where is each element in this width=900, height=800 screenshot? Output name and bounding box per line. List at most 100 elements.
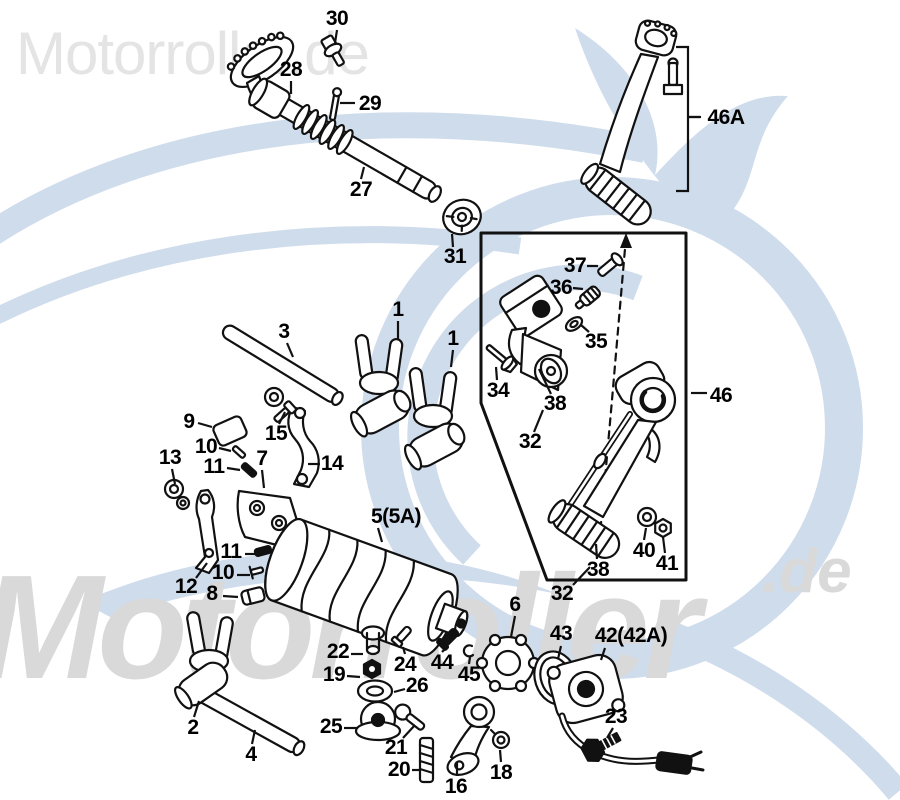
watermark-dragon-head <box>575 28 788 232</box>
part-label-45: 45 <box>458 663 481 686</box>
watermark-inner-arc <box>407 264 643 565</box>
part-label-34: 34 <box>487 379 510 402</box>
leader-line-44 <box>441 645 449 653</box>
part-label-27: 27 <box>350 178 372 201</box>
clip-8 <box>240 586 266 606</box>
plunger-36 <box>574 285 601 310</box>
leader-line-10 <box>218 446 232 453</box>
leader-line-38 <box>538 368 552 395</box>
leader-line-11 <box>226 466 241 472</box>
washers-13 <box>163 478 191 511</box>
watermark-tail <box>650 615 900 800</box>
leader-line-1 <box>449 349 455 368</box>
bearing-31 <box>442 198 482 236</box>
part-label-23: 23 <box>605 705 627 728</box>
clip-35 <box>564 316 584 332</box>
part-label-11: 11 <box>203 455 225 478</box>
part-label-6: 6 <box>509 593 520 616</box>
leader-line-5(5A) <box>376 527 384 543</box>
watermark-wing-arc2 <box>0 226 522 325</box>
part-label-16: 16 <box>445 775 467 798</box>
clip-45 <box>462 644 475 658</box>
part-label-10: 10 <box>212 561 234 584</box>
axis-arrowhead <box>620 233 632 248</box>
star-cam-6 <box>475 633 541 693</box>
part-label-31: 31 <box>444 245 467 268</box>
bolt-30 <box>320 34 345 67</box>
ratchet-plate-12 <box>194 488 220 575</box>
leader-line-3 <box>285 342 295 358</box>
part-label-8: 8 <box>206 582 218 605</box>
leader-line-12 <box>195 562 208 579</box>
part-label-7: 7 <box>256 447 267 470</box>
leader-line-42(42A) <box>599 647 607 661</box>
leader-line-18 <box>498 749 503 763</box>
part-label-13: 13 <box>159 446 181 469</box>
leader-line-43 <box>556 645 563 660</box>
bolt-34 <box>485 344 518 374</box>
part-label-35: 35 <box>585 330 608 353</box>
part-label-21: 21 <box>385 736 408 759</box>
pawl-assembly-38 <box>499 274 569 392</box>
bolt-44 <box>436 627 460 651</box>
leader-line-38 <box>594 543 599 560</box>
detail-box <box>479 231 688 582</box>
part-label-30: 30 <box>326 7 348 30</box>
leader-line-35 <box>580 324 590 333</box>
part-label-1: 1 <box>447 327 459 350</box>
shift-fork-1a <box>349 334 412 438</box>
part-label-18: 18 <box>490 761 513 784</box>
watermark-wing-arc <box>0 112 648 244</box>
wire-connector <box>655 751 693 775</box>
part-label-37: 37 <box>564 254 586 277</box>
shift-lever-46 <box>547 360 677 559</box>
part-label-43: 43 <box>550 622 572 645</box>
spring-20 <box>418 736 435 784</box>
part-label-2: 2 <box>187 716 198 739</box>
part-label-38: 38 <box>544 392 567 415</box>
washer-26 <box>356 679 394 703</box>
part-label-32: 32 <box>519 430 541 453</box>
part-label-15: 15 <box>265 422 288 445</box>
gearshift-pedal-28 <box>226 31 295 114</box>
clip-18 <box>489 728 511 750</box>
leader-line-24 <box>401 646 407 655</box>
shift-arm-16 <box>446 695 496 776</box>
leader-line-21 <box>402 724 416 739</box>
gearshift-shaft-27 <box>248 77 442 203</box>
leader-line-15 <box>278 411 286 425</box>
leader-line-40 <box>642 527 648 541</box>
exploded-diagram <box>163 19 705 784</box>
leader-line-2 <box>192 700 201 718</box>
bolt-15 <box>263 386 297 423</box>
part-label-9: 9 <box>183 410 194 433</box>
leader-line-41 <box>661 536 667 554</box>
watermark-site-name: Motorroller.de <box>16 20 369 87</box>
bolt-37 <box>597 252 624 278</box>
pin-10b <box>248 565 265 580</box>
part-label-26: 26 <box>406 674 428 697</box>
part-label-3: 3 <box>278 320 289 343</box>
leader-line-32 <box>532 409 545 433</box>
nut-19 <box>362 658 382 680</box>
bolt-22 <box>360 625 386 656</box>
part-label-11: 11 <box>220 540 242 563</box>
leader-line-8 <box>222 594 239 599</box>
bolt-24 <box>390 625 412 648</box>
bolt-46A <box>662 57 684 96</box>
part-label-12: 12 <box>175 575 197 598</box>
leader-line-30 <box>333 29 339 44</box>
part-label-46A: 46A <box>707 106 744 129</box>
leader-line-32 <box>572 566 591 586</box>
leader-line-31 <box>450 233 455 248</box>
leader-line-26 <box>393 687 406 694</box>
part-label-42(42A): 42(42A) <box>595 624 667 647</box>
part-label-28: 28 <box>280 58 303 81</box>
pin-10a <box>231 445 247 459</box>
shift-fork-2 <box>173 611 234 710</box>
part-label-32: 32 <box>551 582 573 605</box>
part-label-24: 24 <box>394 653 417 676</box>
part-label-14: 14 <box>321 452 344 475</box>
